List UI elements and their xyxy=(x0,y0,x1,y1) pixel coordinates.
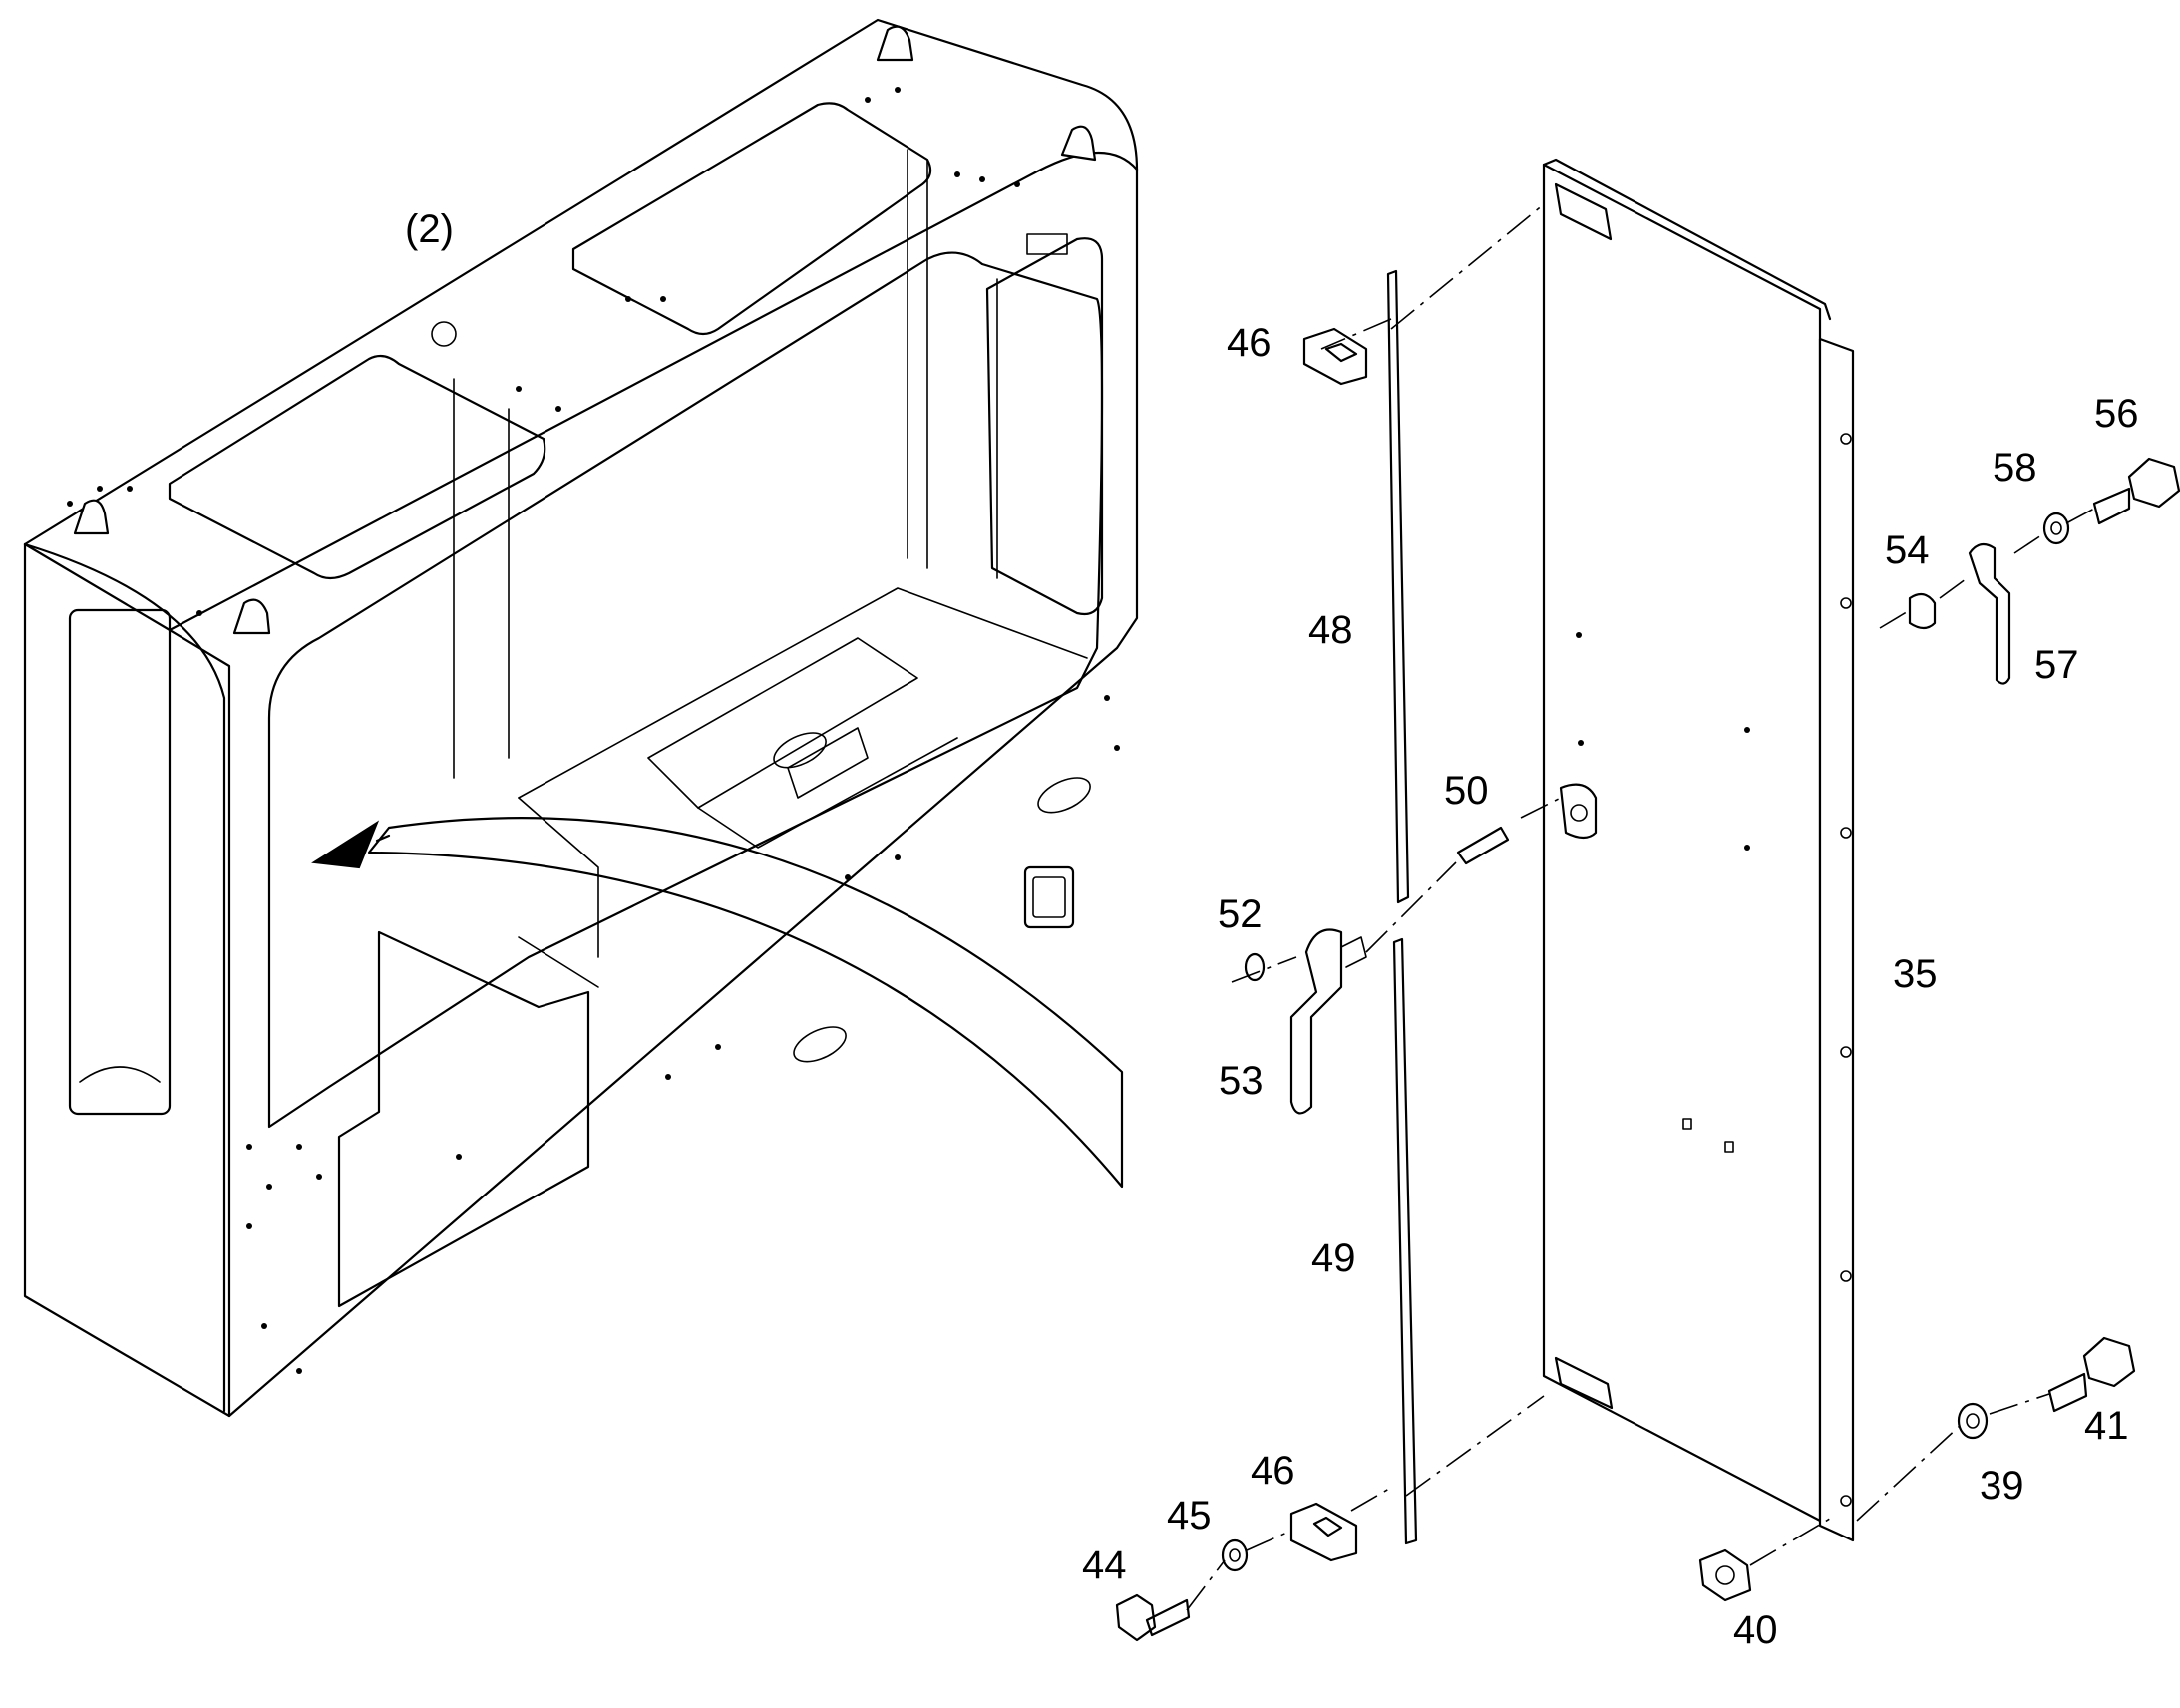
bolt-44 xyxy=(1115,1593,1191,1642)
washer-39 xyxy=(1957,1402,1989,1440)
strip-49 xyxy=(1392,937,1418,1545)
handle-57 xyxy=(1968,542,2011,685)
panel-35 xyxy=(1542,158,1855,1542)
bolt-41 xyxy=(2047,1336,2136,1413)
callout-52: 52 xyxy=(1218,892,1263,936)
bushing-54 xyxy=(1908,592,1937,630)
callout-35: 35 xyxy=(1893,952,1938,996)
latch-handle-53 xyxy=(1289,928,1343,1115)
nut-40 xyxy=(1698,1548,1752,1602)
callout-46-upper: 46 xyxy=(1227,321,1272,365)
callout-50: 50 xyxy=(1444,769,1489,813)
callout-58: 58 xyxy=(1993,446,2037,490)
callout-46-lower: 46 xyxy=(1251,1449,1295,1493)
assembly-centerlines xyxy=(1186,203,2095,1611)
callout-40: 40 xyxy=(1733,1608,1778,1652)
ring-52 xyxy=(1244,952,1266,982)
callout-48: 48 xyxy=(1308,608,1353,652)
callout-56: 56 xyxy=(2094,392,2139,436)
frame-assembly xyxy=(23,18,1139,1418)
callout-41: 41 xyxy=(2084,1404,2129,1448)
callout-53: 53 xyxy=(1219,1059,1264,1103)
washer-58 xyxy=(2042,512,2070,545)
callout-49: 49 xyxy=(1311,1236,1356,1280)
callout-57: 57 xyxy=(2034,643,2079,687)
callout-54: 54 xyxy=(1885,528,1930,572)
callout-39: 39 xyxy=(1980,1464,2024,1508)
callout-45: 45 xyxy=(1167,1494,1212,1537)
clip-46-lower xyxy=(1289,1502,1358,1562)
pin-50 xyxy=(1456,826,1510,865)
callout-44: 44 xyxy=(1082,1543,1127,1587)
washer-45 xyxy=(1221,1538,1249,1572)
assembly-label: (2) xyxy=(405,207,454,251)
bolt-56 xyxy=(2092,457,2180,525)
strip-48 xyxy=(1386,269,1410,904)
clip-46-upper xyxy=(1302,327,1368,386)
